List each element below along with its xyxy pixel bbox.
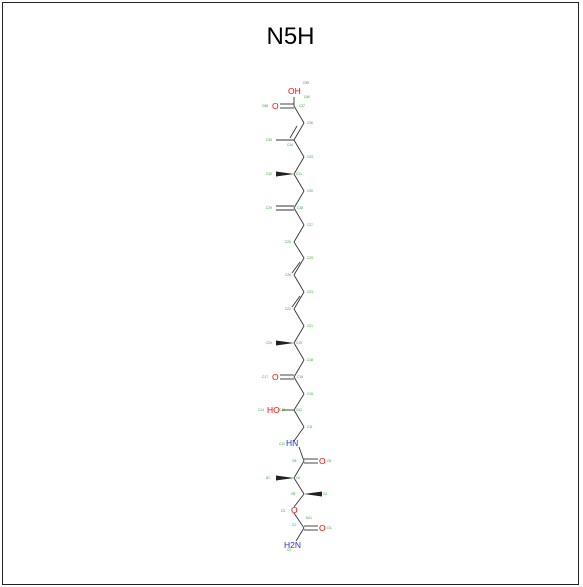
atom-annotation: O38 <box>262 104 268 108</box>
wedge-bond <box>276 171 294 177</box>
bond <box>293 477 305 495</box>
atom-annotation: C21 <box>307 324 313 328</box>
bond <box>293 105 305 124</box>
substituent-bonds <box>276 103 318 531</box>
atom-annotation: C19 <box>296 341 302 345</box>
bond <box>293 257 305 276</box>
atom-annotation: C10 <box>279 442 285 446</box>
wedge-bonds <box>276 171 322 497</box>
atom-annotation: C35 <box>266 138 272 142</box>
atom-annotation: C22 <box>285 307 291 311</box>
bond <box>293 122 305 141</box>
bond <box>293 512 305 529</box>
atom-annotation: C33 <box>307 155 313 159</box>
atom-annotation: C34 <box>287 143 293 147</box>
bond <box>293 359 305 378</box>
atom-annotation: C26 <box>285 240 291 244</box>
wedge-bond <box>276 340 294 346</box>
bond <box>293 460 305 479</box>
atom-annotation: C2 <box>292 523 296 527</box>
atom-labels: OH O O HO HN O O O H2N <box>267 86 326 550</box>
backbone-bonds <box>289 97 305 542</box>
atom-annotation: C15 <box>307 392 313 396</box>
atom-annotation: O40 <box>304 95 310 99</box>
ketone-oxygen-label: O <box>272 372 279 382</box>
atom-annotation: C23 <box>307 290 313 294</box>
bond <box>293 173 305 192</box>
atom-annotation: C25 <box>307 256 313 260</box>
bond <box>293 207 305 226</box>
atom-annotation: C28 <box>297 206 303 210</box>
bond <box>293 274 305 293</box>
atom-annotation: C16 <box>297 375 303 379</box>
atom-annotation: O12 <box>296 408 302 412</box>
atom-annotation: O5 <box>291 492 295 496</box>
atom-annotation: C13 <box>279 408 285 412</box>
bond <box>293 291 305 310</box>
atom-annotation: C0 <box>287 548 291 552</box>
hydroxyl-label: OH <box>288 86 301 96</box>
atom-annotation: C32 <box>266 172 272 176</box>
atom-annotation: C29 <box>266 206 272 210</box>
bond <box>293 156 305 175</box>
atom-annotations: O39 O38 C37 C36 C35 C34 C33 C32 C31 C30 … <box>258 81 331 552</box>
molecule-title: N5H <box>266 23 315 50</box>
atom-annotation: C3 <box>281 509 285 513</box>
wedge-bond <box>304 491 322 497</box>
bond <box>293 325 305 344</box>
bond <box>293 493 305 508</box>
atom-annotation: C11 <box>307 425 313 429</box>
atom-annotation: N41 <box>306 516 312 520</box>
bond <box>293 308 305 327</box>
hydroxyl-label: HO <box>267 405 280 415</box>
wedge-bond <box>276 475 294 481</box>
bond <box>298 446 305 462</box>
atom-annotation: C36 <box>307 121 313 125</box>
atom-annotation: C27 <box>307 223 313 227</box>
bond <box>293 393 305 411</box>
carbamate-oxygen-label: O <box>319 523 326 533</box>
atom-annotation: C14 <box>258 408 264 412</box>
atom-annotation: C30 <box>307 189 313 193</box>
amine-label: H2N <box>284 540 301 550</box>
bond <box>293 426 305 442</box>
atom-annotation: C37 <box>299 104 305 108</box>
bond <box>293 224 305 243</box>
amide-oxygen-label: O <box>319 456 326 466</box>
bond <box>293 409 305 428</box>
atom-annotation: C20 <box>266 341 272 345</box>
bond <box>295 527 305 542</box>
atom-annotation: N7 <box>266 476 270 480</box>
atom-annotation: C6 <box>296 476 300 480</box>
bond <box>293 241 305 259</box>
atom-annotation: C24 <box>285 273 291 277</box>
atom-annotation: O39 <box>303 81 309 85</box>
atom-annotation: O9 <box>292 459 296 463</box>
bond <box>291 261 301 274</box>
amine-label: HN <box>286 438 298 448</box>
bond <box>293 190 305 209</box>
bond <box>293 342 305 361</box>
bond <box>289 125 298 139</box>
atom-annotation: C17 <box>262 375 268 379</box>
atom-annotation: C4 <box>323 492 327 496</box>
bond <box>293 139 305 158</box>
atom-annotation: C18 <box>307 358 313 362</box>
atom-annotation: C8 <box>327 459 331 463</box>
ester-oxygen-label: O <box>291 505 298 515</box>
bond <box>291 295 301 308</box>
atom-annotation: O1 <box>327 526 331 530</box>
acid-oxygen-label: O <box>272 101 279 111</box>
bond <box>293 376 305 395</box>
atom-annotation: C31 <box>296 172 302 176</box>
